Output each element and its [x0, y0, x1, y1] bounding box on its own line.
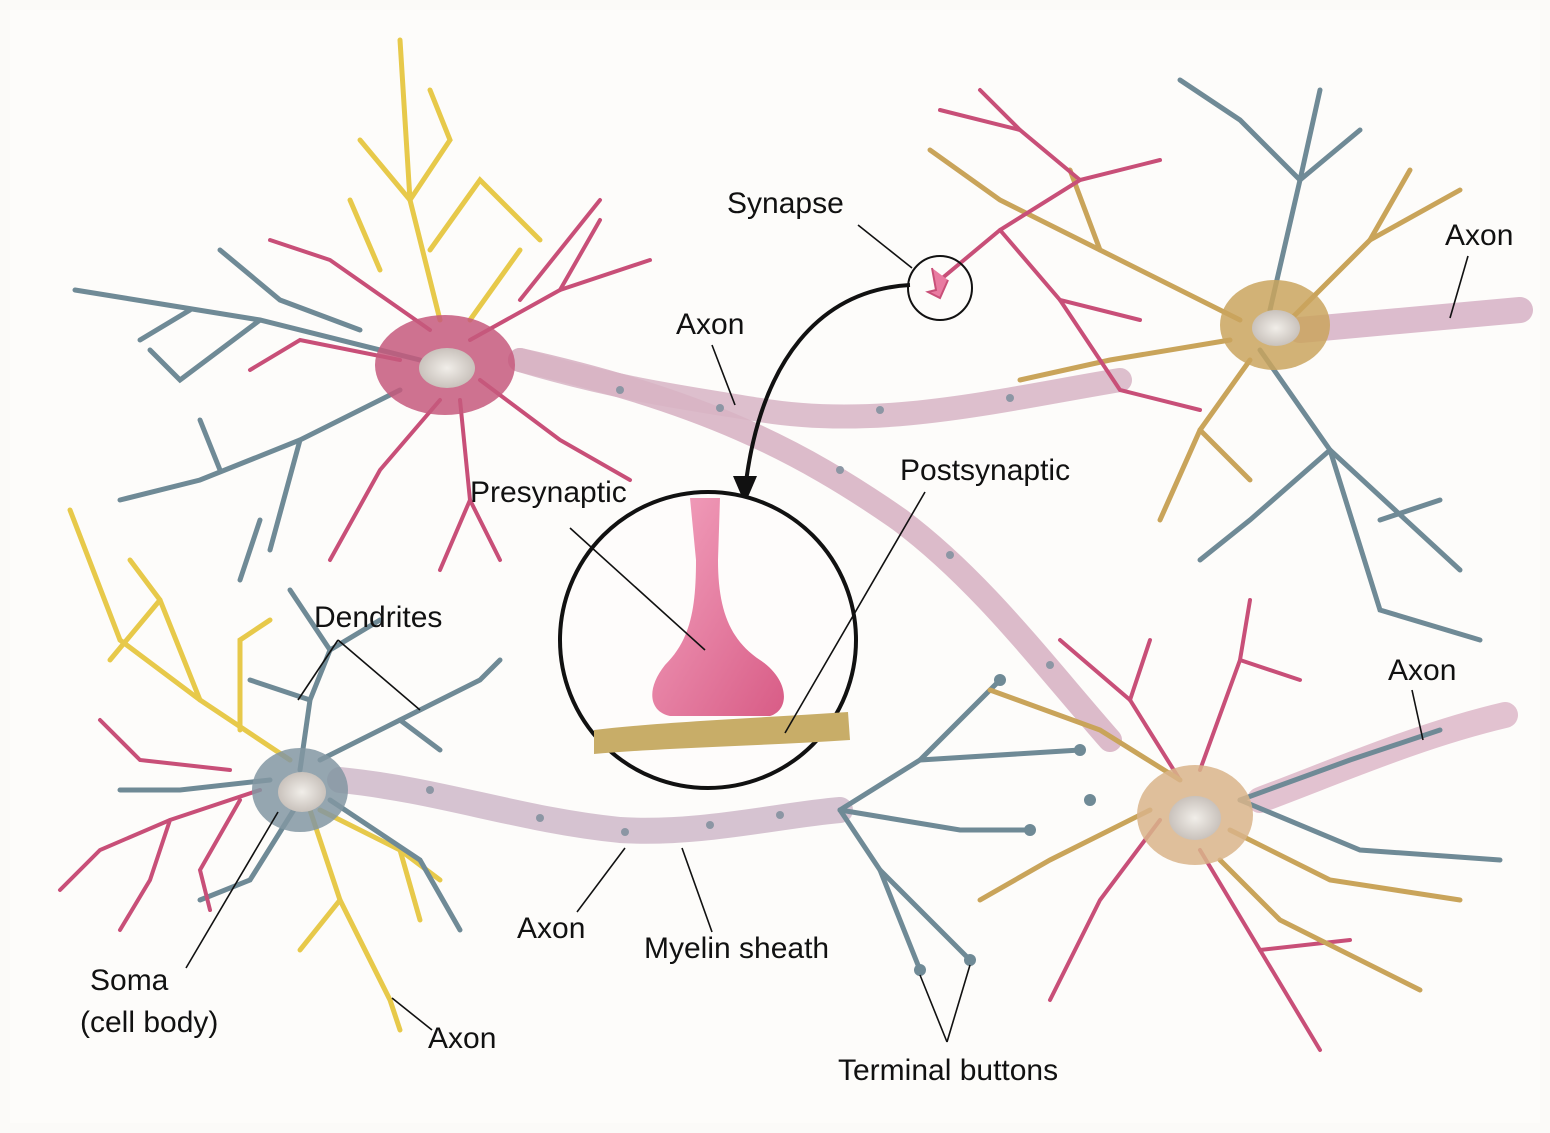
label-myelin-sheath: Myelin sheath	[644, 932, 829, 965]
label-dendrites: Dendrites	[314, 601, 442, 634]
nucleus-top-right	[1252, 310, 1300, 346]
label-soma-cell-body: (cell body)	[80, 1006, 218, 1039]
label-axon-bottom-left: Axon	[428, 1022, 496, 1055]
label-axon-bottom-center: Axon	[517, 912, 585, 945]
label-postsynaptic: Postsynaptic	[900, 454, 1070, 487]
label-presynaptic: Presynaptic	[470, 476, 627, 509]
label-terminal-buttons: Terminal buttons	[838, 1054, 1058, 1087]
label-soma: Soma	[90, 964, 169, 997]
synapse-zoom-inset	[560, 492, 856, 788]
label-axon-top-right: Axon	[1445, 219, 1513, 252]
nucleus-top-left	[419, 348, 475, 388]
label-axon-top-center: Axon	[676, 308, 744, 341]
nucleus-bottom-left	[278, 772, 326, 812]
label-axon-right-mid: Axon	[1388, 654, 1456, 687]
label-synapse: Synapse	[727, 187, 844, 220]
nucleus-bottom-right	[1169, 796, 1221, 840]
